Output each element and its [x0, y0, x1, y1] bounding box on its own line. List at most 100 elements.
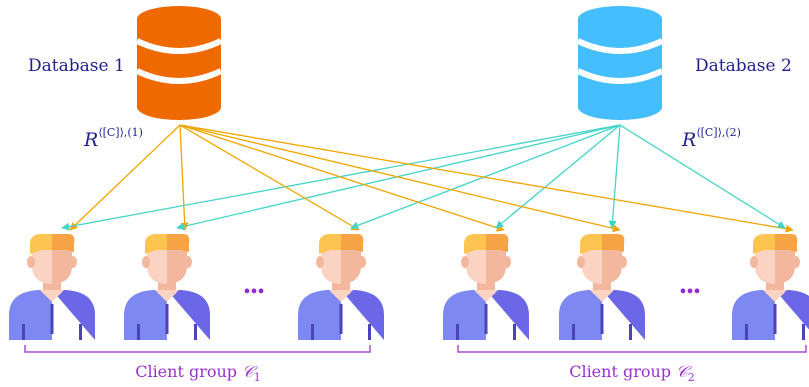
client-icon — [298, 234, 384, 340]
database-2-bottom — [578, 94, 662, 120]
client-shirt-left — [124, 290, 167, 340]
group-2-bracket — [457, 345, 807, 353]
client-shirt-placket — [339, 304, 343, 334]
client-hair-left — [753, 234, 775, 254]
client-face-right — [52, 246, 72, 284]
client-shirt-left — [559, 290, 602, 340]
client-hair-right — [341, 234, 364, 252]
client-shirt-placket — [50, 304, 54, 334]
client-shirt-left — [732, 290, 775, 340]
client-face-right — [341, 246, 361, 284]
client-hair-left — [30, 234, 52, 254]
client-collar — [590, 290, 614, 302]
client-shirt-detail — [745, 324, 748, 340]
client-hair-left — [464, 234, 486, 254]
client-face-right — [775, 246, 795, 284]
client-shirt-detail — [513, 324, 516, 340]
client-shirt-detail — [572, 324, 575, 340]
client-face-right — [167, 246, 187, 284]
client-face-left — [755, 246, 775, 284]
client-shirt-right — [775, 290, 809, 330]
client-face-left — [32, 246, 52, 284]
client-shirt-right — [52, 290, 95, 340]
arrow-db1-to-client — [179, 124, 505, 232]
client-shirt-detail — [22, 324, 25, 340]
arrow-db2-to-client — [608, 124, 621, 229]
group-subscript: 1 — [254, 371, 261, 384]
arrow-db1-to-client — [69, 124, 181, 231]
database-2-top — [578, 6, 662, 32]
database-1-top — [137, 6, 221, 32]
client-face-left — [582, 246, 602, 284]
client-face-left — [466, 246, 486, 284]
client-ear — [184, 256, 192, 268]
client-shirt-right — [167, 290, 210, 340]
arrow-db1-to-client — [179, 124, 189, 231]
ellipsis-group-2: ••• — [679, 281, 700, 303]
client-face-left — [321, 246, 341, 284]
client-shirt-detail — [194, 324, 197, 340]
arrow-db2-to-client — [495, 124, 621, 229]
client-collar — [329, 290, 353, 302]
database-1-label: Database 1 — [28, 56, 125, 76]
client-hair-right — [167, 234, 190, 252]
client-icon — [559, 234, 645, 340]
group-label-text: Client group — [135, 362, 242, 381]
client-shirt-detail — [456, 324, 459, 340]
client-ear — [27, 256, 35, 268]
client-ear — [69, 256, 77, 268]
client-ear — [358, 256, 366, 268]
client-hair-right — [52, 234, 75, 252]
client-ear — [750, 256, 758, 268]
database-2-band — [576, 38, 664, 54]
client-ear — [619, 256, 627, 268]
client-hair-right — [486, 234, 509, 252]
clients-layer — [9, 234, 809, 340]
arrow-layer — [61, 124, 794, 233]
client-hair-left — [145, 234, 167, 254]
client-ear — [461, 256, 469, 268]
arrow-db1-to-client — [179, 124, 621, 233]
database-1-bottom — [137, 94, 221, 120]
arrow-db1-to-client — [179, 124, 360, 231]
client-shirt-detail — [368, 324, 371, 340]
response-superscript: ⟨[C]⟩,(2) — [696, 126, 741, 139]
client-ear — [577, 256, 585, 268]
client-shirt-right — [486, 290, 529, 340]
client-shirt-detail — [802, 324, 805, 340]
client-collar — [763, 290, 787, 302]
client-icon — [9, 234, 95, 340]
database-1-icon — [135, 6, 223, 120]
database-1-body — [137, 19, 221, 107]
database-1-band — [135, 38, 223, 54]
database-2-body — [578, 19, 662, 107]
client-collar — [155, 290, 179, 302]
client-icon — [732, 234, 809, 340]
group-1-bracket — [24, 345, 371, 353]
database-2-label: Database 2 — [695, 56, 792, 76]
response-superscript: ⟨[C]⟩,(1) — [98, 126, 143, 139]
group-label-text: Client group — [569, 362, 676, 381]
client-shirt-detail — [629, 324, 632, 340]
client-face-left — [147, 246, 167, 284]
client-ear — [792, 256, 800, 268]
group-subscript: 2 — [688, 371, 695, 384]
client-shirt-placket — [773, 304, 777, 334]
response-symbol: R — [681, 129, 696, 151]
client-shirt-left — [9, 290, 52, 340]
client-shirt-placket — [600, 304, 604, 334]
database-2-icon — [576, 6, 664, 120]
client-face-right — [486, 246, 506, 284]
database-2-response-label: R⟨[C]⟩,(2) — [681, 126, 741, 151]
database-1-band — [135, 68, 223, 84]
client-icon — [443, 234, 529, 340]
client-shirt-right — [602, 290, 645, 340]
client-hair-right — [602, 234, 625, 252]
client-hair-left — [319, 234, 341, 254]
client-hair-left — [580, 234, 602, 254]
client-shirt-right — [341, 290, 384, 340]
client-shirt-placket — [165, 304, 169, 334]
client-face-right — [602, 246, 622, 284]
client-ear — [142, 256, 150, 268]
